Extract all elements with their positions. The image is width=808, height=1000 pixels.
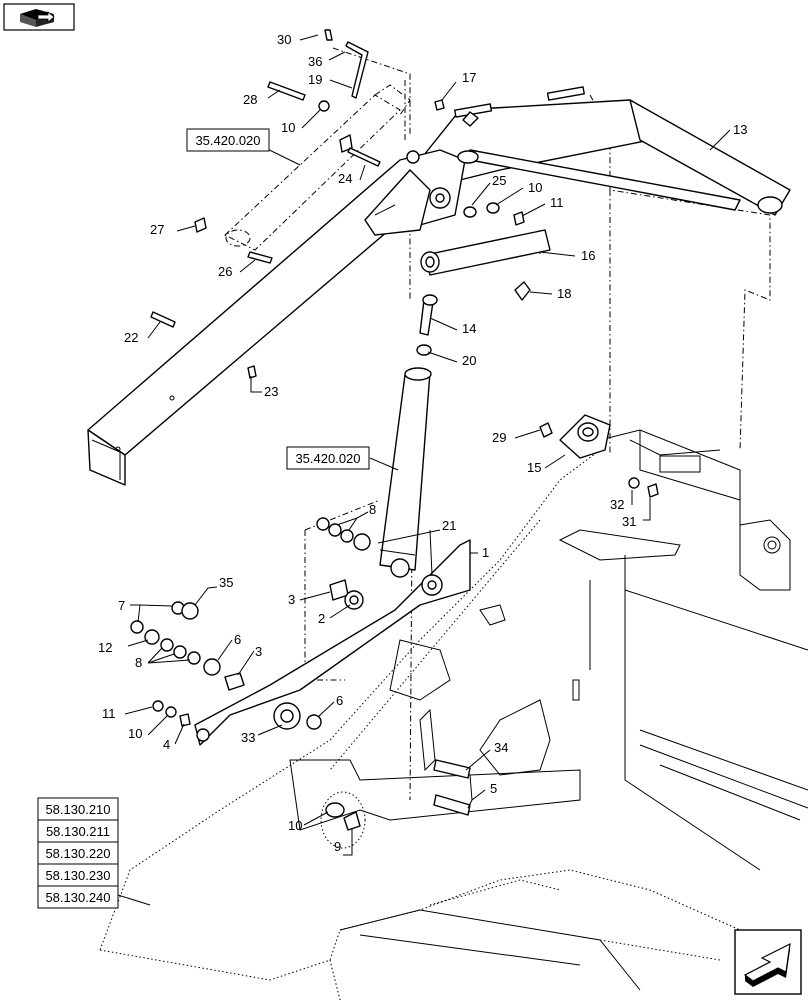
callout-31: 31 (622, 514, 636, 529)
reference-58-130-240-label: 58.130.240 (45, 890, 110, 905)
callout-10-bottom: 10 (288, 818, 302, 833)
lower-cylinder (379, 367, 432, 578)
leader-lines (117, 34, 731, 906)
callout-29: 29 (492, 430, 506, 445)
bracket-15 (559, 414, 611, 459)
next-page-arrow-icon[interactable] (734, 929, 802, 995)
callout-23: 23 (264, 384, 278, 399)
reference-58-130-211[interactable]: 58.130.211 (37, 819, 119, 843)
hardware (130, 29, 659, 849)
callout-26: 26 (218, 264, 232, 279)
reference-lower-cylinder-label: 35.420.020 (295, 451, 360, 466)
callout-36: 36 (308, 54, 322, 69)
callout-4: 4 (163, 737, 170, 752)
callout-17: 17 (462, 70, 476, 85)
callout-11-upper: 11 (550, 195, 564, 210)
callout-32: 32 (610, 497, 624, 512)
callout-22: 22 (124, 330, 138, 345)
callout-8-lower: 8 (135, 655, 142, 670)
reference-58-130-220[interactable]: 58.130.220 (37, 841, 119, 865)
callout-16: 16 (581, 248, 595, 263)
reference-upper-cylinder[interactable]: 35.420.020 (186, 128, 270, 152)
callout-11-lower: 11 (102, 706, 116, 721)
reference-58-130-230[interactable]: 58.130.230 (37, 863, 119, 887)
callout-5: 5 (490, 781, 497, 796)
callout-10-top: 10 (281, 120, 295, 135)
callout-6-lower: 6 (336, 693, 343, 708)
lift-arm-1 (194, 539, 471, 746)
book-arrow-icon[interactable] (3, 3, 75, 31)
reference-stack: 58.130.210 58.130.211 58.130.220 58.130.… (37, 797, 119, 909)
callout-10-lower-left: 10 (128, 726, 142, 741)
callout-27: 27 (150, 222, 164, 237)
reference-58-130-230-label: 58.130.230 (45, 868, 110, 883)
reference-upper-cylinder-label: 35.420.020 (195, 133, 260, 148)
callout-labels: 30 36 19 17 28 10 13 25 10 11 24 27 26 1… (98, 32, 747, 854)
callout-18: 18 (557, 286, 571, 301)
callout-14: 14 (462, 321, 476, 336)
callout-19: 19 (308, 72, 322, 87)
callout-3-upper: 3 (288, 592, 295, 607)
callout-21: 21 (442, 518, 456, 533)
reference-58-130-210-label: 58.130.210 (45, 802, 110, 817)
callout-35: 35 (219, 575, 233, 590)
callout-2: 2 (318, 611, 325, 626)
reference-58-130-211-label: 58.130.211 (46, 824, 110, 839)
upper-cylinder (224, 84, 411, 251)
callout-3-lower: 3 (255, 644, 262, 659)
rod-16 (420, 229, 551, 276)
callout-1: 1 (482, 545, 489, 560)
callout-28: 28 (243, 92, 257, 107)
callout-12: 12 (98, 640, 112, 655)
callout-7: 7 (118, 598, 125, 613)
callout-15: 15 (527, 460, 541, 475)
callout-13: 13 (733, 122, 747, 137)
reference-58-130-220-label: 58.130.220 (45, 846, 110, 861)
pin-14 (419, 294, 438, 336)
callout-30: 30 (277, 32, 291, 47)
callout-9: 9 (334, 839, 341, 854)
reference-58-130-240[interactable]: 58.130.240 (37, 885, 119, 909)
callout-6-upper: 6 (234, 632, 241, 647)
bushing-20 (416, 344, 432, 356)
reference-lower-cylinder[interactable]: 35.420.020 (286, 446, 370, 470)
callout-33: 33 (241, 730, 255, 745)
callout-25: 25 (492, 173, 506, 188)
callout-24: 24 (338, 171, 352, 186)
reference-58-130-210[interactable]: 58.130.210 (37, 797, 119, 821)
callout-34: 34 (494, 740, 508, 755)
reel-arm (87, 149, 479, 486)
upper-crossbeam (419, 86, 791, 216)
callout-20: 20 (462, 353, 476, 368)
chassis-frame (99, 429, 808, 1000)
callout-8-upper: 8 (369, 502, 376, 517)
callout-10-upper-right: 10 (528, 180, 542, 195)
